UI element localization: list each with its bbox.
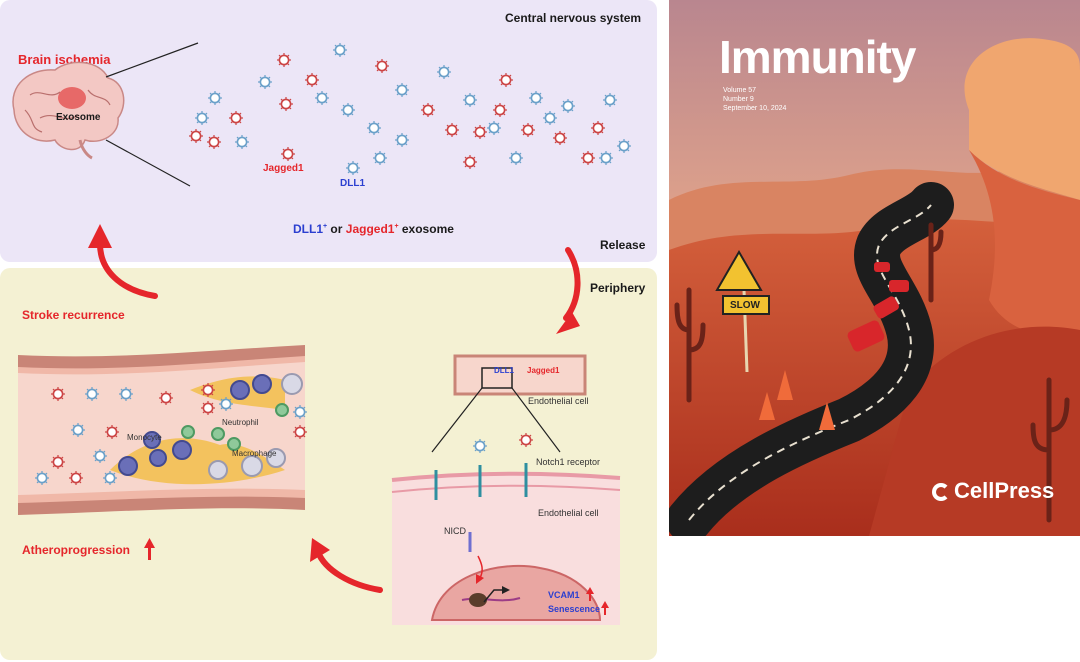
publisher-logo-icon — [932, 483, 950, 501]
caption-exosome: exosome — [398, 222, 454, 236]
periphery-title: Periphery — [590, 281, 646, 295]
nicd-label: NICD — [444, 526, 466, 536]
exosome-caption: DLL1+ or Jagged1+ exosome — [293, 222, 454, 236]
traffic-cones — [759, 370, 835, 430]
caption-jagged1: Jagged1 — [345, 222, 395, 236]
periphery-illustration — [18, 224, 621, 625]
atheroprogression-label: Atheroprogression — [22, 543, 131, 557]
endothelial-bottom-label: Endothelial cell — [538, 508, 599, 518]
release-label: Release — [600, 238, 646, 252]
stroke-recurrence-label: Stroke recurrence — [22, 308, 125, 322]
journal-title: Immunity — [719, 31, 916, 83]
senescence-label: Senescence — [548, 604, 601, 614]
neutrophil-label: Neutrophil — [222, 418, 259, 427]
vessel-dll1-label: DLL1 — [494, 366, 514, 375]
endothelial-cell — [391, 471, 621, 625]
cover-artwork — [669, 0, 1080, 536]
brain-illustration — [12, 61, 125, 160]
cover-volume: Volume 57 — [723, 87, 757, 94]
slow-sign-text: SLOW — [730, 300, 760, 311]
monocyte-label: Monocyte — [127, 433, 162, 442]
caption-or: or — [327, 222, 346, 236]
blood-vessel — [18, 345, 305, 515]
exosome-label: Exosome — [56, 112, 101, 123]
slow-sign — [715, 250, 770, 373]
macrophage-label: Macrophage — [232, 449, 277, 458]
immune-cells — [118, 373, 303, 480]
cns-title: Central nervous system — [505, 11, 642, 25]
endothelial-top-label: Endothelial cell — [528, 396, 589, 406]
caption-dll1: DLL1 — [293, 222, 323, 236]
vessel-jagged1-label: Jagged1 — [527, 366, 560, 375]
vcam1-label: VCAM1 — [548, 590, 580, 600]
publisher-name: CellPress — [954, 478, 1055, 503]
cns-illustration — [12, 42, 632, 187]
small-vessel — [453, 354, 587, 396]
notch-receptors — [434, 463, 528, 552]
dll1-label: DLL1 — [340, 178, 365, 189]
arrow-heads — [88, 224, 580, 562]
jagged1-label: Jagged1 — [263, 163, 304, 174]
caption-dll1-sup: + — [323, 223, 328, 230]
journal-cover: Immunity Volume 57 Number 9 September 10… — [669, 0, 1080, 536]
cover-date: September 10, 2024 — [723, 105, 787, 112]
publisher-logo: CellPress — [932, 478, 1054, 504]
cars — [847, 262, 909, 352]
red-arrows — [97, 241, 581, 593]
cover-number: Number 9 — [723, 96, 754, 103]
caption-jagged1-sup: + — [394, 223, 399, 230]
cacti — [674, 222, 1070, 523]
notch1-label: Notch1 receptor — [536, 457, 601, 467]
